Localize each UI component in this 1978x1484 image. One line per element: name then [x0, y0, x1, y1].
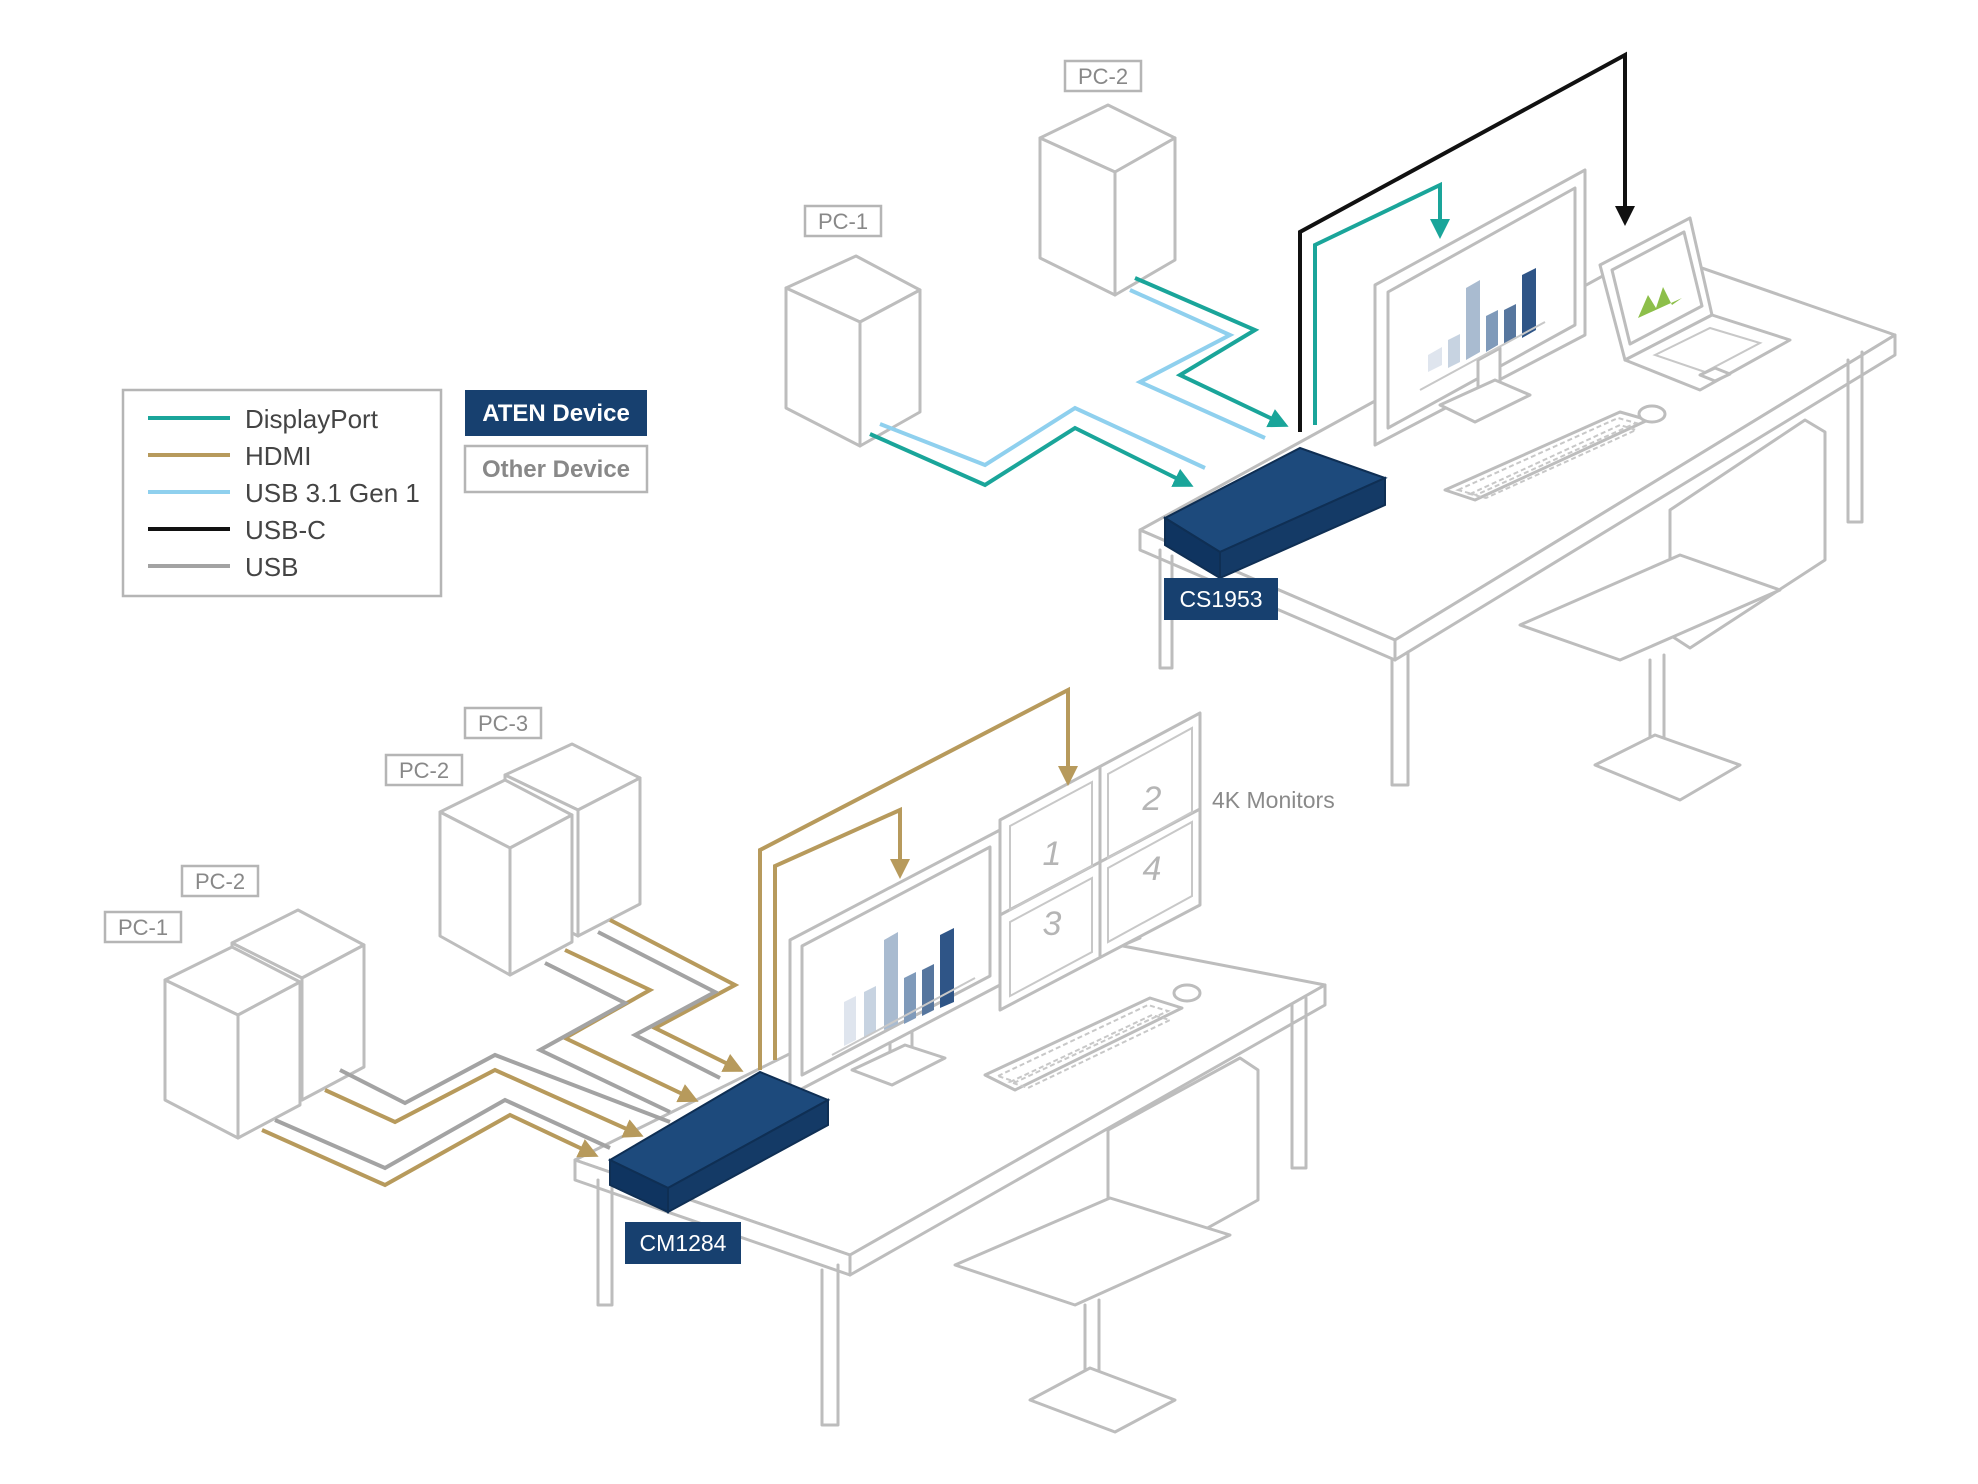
legend: DisplayPort HDMI USB 3.1 Gen 1 USB-C USB… — [121, 388, 649, 598]
bottom-scene: 1 2 3 4 4K Monitors — [103, 686, 1335, 1434]
top-scene: PC-1 PC-2 CS1953 — [784, 51, 1897, 802]
bottom-pc-3-tag: PC-3 — [463, 706, 543, 740]
bottom-pc-2-back-tower — [438, 778, 574, 977]
legend-label-hdmi: HDMI — [245, 441, 311, 471]
bottom-pc-2-front-tag: PC-2 — [180, 864, 260, 898]
monitors-label: 4K Monitors — [1212, 787, 1335, 813]
top-mouse — [1637, 404, 1667, 424]
bottom-pc-2-back-label: PC-2 — [399, 758, 449, 783]
top-pc-1-label: PC-1 — [818, 209, 868, 234]
top-pc-2-tower — [1038, 103, 1177, 297]
legend-other-device: Other Device — [463, 444, 649, 494]
pc2-usb31-cable — [1129, 288, 1266, 440]
pc1-displayport-cable — [869, 425, 1194, 488]
pc2-displayport-cable — [1134, 276, 1289, 428]
legend-item-hdmi: HDMI — [148, 441, 311, 471]
monitor-displayport-cable — [1313, 181, 1450, 425]
legend-label-displayport: DisplayPort — [245, 404, 379, 434]
pc2-front-usb-cable — [339, 1052, 671, 1124]
bottom-pc-1-tag: PC-1 — [103, 910, 183, 944]
quad-screen-2-number: 2 — [1142, 780, 1162, 818]
cs1953-tag: CS1953 — [1164, 578, 1278, 620]
pc2-back-usb-cable — [535, 961, 671, 1114]
top-monitor-chart-icon — [1419, 268, 1546, 391]
pc1-usb31-cable — [879, 405, 1206, 470]
top-pc-2-tag: PC-2 — [1063, 59, 1143, 93]
pc1-usb-cable — [274, 1097, 611, 1171]
legend-item-displayport: DisplayPort — [148, 404, 379, 434]
top-laptop — [1598, 216, 1792, 392]
top-chair — [1518, 418, 1827, 802]
bottom-monitor-chart-icon — [831, 928, 976, 1056]
bottom-chair — [953, 1056, 1260, 1434]
pc1-hdmi-cable — [261, 1112, 599, 1188]
bottom-pc-2-front-label: PC-2 — [195, 869, 245, 894]
cm1284-tag: CM1284 — [625, 1222, 741, 1264]
top-pc-1-tower — [784, 254, 922, 448]
legend-item-usb: USB — [148, 552, 298, 582]
top-cables — [869, 51, 1635, 488]
quad-screen-4-number: 4 — [1143, 850, 1162, 888]
bottom-pc-1-tower — [163, 945, 302, 1140]
legend-item-usb31: USB 3.1 Gen 1 — [148, 478, 420, 508]
legend-other-device-label: Other Device — [482, 456, 630, 483]
laptop-usbc-cable — [1298, 51, 1635, 432]
top-pc-2-label: PC-2 — [1078, 64, 1128, 89]
cs1953-device — [1162, 446, 1388, 580]
legend-label-usb31: USB 3.1 Gen 1 — [245, 478, 420, 508]
legend-aten-device-box — [465, 390, 647, 436]
quad-monitor-wall: 1 2 3 4 — [998, 711, 1202, 1012]
top-monitor — [1373, 168, 1587, 447]
quad-screen-3-number: 3 — [1043, 905, 1062, 943]
pc3-hdmi-cable — [609, 918, 744, 1072]
bottom-monitor — [788, 828, 1002, 1097]
legend-label-usbc: USB-C — [245, 515, 326, 545]
legend-aten-device-label: ATEN Device — [482, 400, 630, 427]
legend-item-usbc: USB-C — [148, 515, 326, 545]
bottom-pc-3-label: PC-3 — [478, 711, 528, 736]
main-monitor-hdmi-cable — [773, 806, 910, 1060]
pc3-usb-cable — [597, 930, 721, 1080]
quad-wall-hdmi-cable — [758, 686, 1078, 1070]
cm1284-device — [607, 1070, 831, 1214]
legend-aten-device: ATEN Device — [465, 390, 647, 436]
top-pc-1-tag: PC-1 — [803, 204, 883, 238]
cm1284-label: CM1284 — [640, 1230, 727, 1256]
bottom-pc-2-back-tag: PC-2 — [384, 753, 464, 787]
cs1953-label: CS1953 — [1179, 586, 1262, 612]
pc2-front-hdmi-cable — [324, 1067, 644, 1138]
legend-label-usb: USB — [245, 552, 298, 582]
bottom-mouse — [1172, 983, 1202, 1003]
quad-screen-1-number: 1 — [1043, 835, 1062, 873]
legend-other-device-box — [463, 444, 649, 494]
bottom-cables — [261, 686, 1078, 1188]
bottom-keyboard — [983, 996, 1184, 1092]
bottom-pc-1-label: PC-1 — [118, 915, 168, 940]
